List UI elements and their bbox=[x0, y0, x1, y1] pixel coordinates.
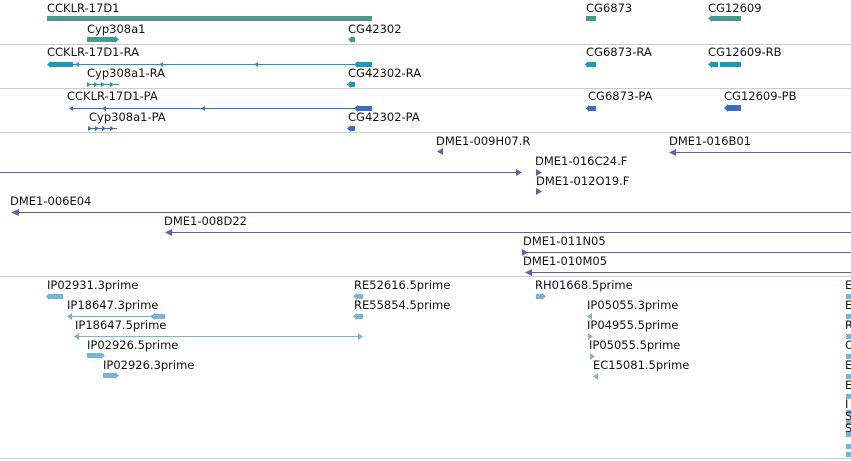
label-ip02931-3[interactable]: IP02931.3prime bbox=[47, 278, 139, 292]
protein-cg6873-pa[interactable] bbox=[586, 105, 596, 112]
label-cg12609-rb[interactable]: CG12609-RB bbox=[708, 45, 782, 59]
est-ip05055-3[interactable] bbox=[587, 313, 592, 320]
clone-dme-016c24-marker[interactable] bbox=[536, 169, 542, 176]
protein-cyp-pa[interactable] bbox=[88, 126, 117, 131]
label-ip05055-5[interactable]: IP05055.5prime bbox=[589, 338, 681, 352]
clone-dme-016b01[interactable] bbox=[669, 149, 851, 156]
label-edge-s2[interactable]: S bbox=[845, 421, 851, 435]
clone-dme-008d22[interactable] bbox=[165, 229, 851, 236]
est-ip18647-3[interactable] bbox=[67, 313, 165, 320]
label-re52616-5[interactable]: RE52616.5prime bbox=[354, 278, 451, 292]
label-edge-c1[interactable]: C bbox=[845, 338, 851, 352]
gene-feature-cg42302[interactable] bbox=[348, 36, 355, 43]
label-ip18647-5[interactable]: IP18647.5prime bbox=[75, 318, 167, 332]
clone-dme-011n05[interactable] bbox=[522, 249, 851, 256]
label-cg12609-pb[interactable]: CG12609-PB bbox=[724, 89, 797, 103]
label-rh01668-5[interactable]: RH01668.5prime bbox=[535, 278, 633, 292]
gene-feature-cg12609[interactable] bbox=[708, 15, 741, 22]
est-ip05055-5[interactable] bbox=[590, 353, 595, 360]
protein-cg12609-pb[interactable] bbox=[724, 104, 741, 112]
est-re55854-5[interactable] bbox=[353, 313, 363, 320]
label-dme-006e04[interactable]: DME1-006E04 bbox=[10, 194, 92, 208]
label-cg12609-gene[interactable]: CG12609 bbox=[708, 1, 762, 15]
transcript-cg12609-rb[interactable] bbox=[708, 61, 741, 68]
protein-cg42302-pa[interactable] bbox=[347, 125, 355, 132]
label-dme-012o19[interactable]: DME1-012O19.F bbox=[536, 174, 630, 188]
transcript-cyp-ra[interactable] bbox=[87, 82, 119, 87]
clone-dme-006e04[interactable] bbox=[11, 209, 851, 216]
label-edge-e2[interactable]: E bbox=[845, 298, 851, 312]
label-edge-e3[interactable]: E bbox=[845, 358, 851, 372]
label-cyp-gene[interactable]: Cyp308a1 bbox=[87, 22, 146, 36]
label-dme-016c24[interactable]: DME1-016C24.F bbox=[535, 154, 628, 168]
gene-feature-cg6873[interactable] bbox=[586, 16, 596, 21]
label-dme-009h07[interactable]: DME1-009H07.R bbox=[436, 134, 531, 148]
protein-cckl-pa[interactable] bbox=[69, 105, 372, 112]
label-ip02926-3[interactable]: IP02926.3prime bbox=[103, 358, 195, 372]
label-cckl-ra[interactable]: CCKLR-17D1-RA bbox=[47, 45, 140, 59]
label-edge-s1[interactable]: S bbox=[845, 409, 851, 423]
label-cyp-pa[interactable]: Cyp308a1-PA bbox=[89, 110, 166, 124]
label-cg6873-gene[interactable]: CG6873 bbox=[586, 1, 633, 15]
label-dme-008d22[interactable]: DME1-008D22 bbox=[164, 214, 247, 228]
est-ip02926-3[interactable] bbox=[103, 372, 119, 379]
gene-feature-cyp[interactable] bbox=[87, 36, 119, 43]
label-ec15081-5[interactable]: EC15081.5prime bbox=[593, 358, 690, 372]
label-edge-e1[interactable]: E bbox=[845, 278, 851, 292]
transcript-cg6873-ra[interactable] bbox=[585, 61, 596, 68]
est-edge-features[interactable] bbox=[846, 294, 851, 457]
est-ip02931-3[interactable] bbox=[46, 293, 63, 300]
gene-feature-cckl[interactable] bbox=[47, 16, 372, 21]
label-dme-011n05[interactable]: DME1-011N05 bbox=[523, 234, 606, 248]
clone-dme-010m05[interactable] bbox=[525, 269, 851, 276]
transcript-cckl-ra[interactable] bbox=[47, 61, 372, 68]
label-ip04955-5[interactable]: IP04955.5prime bbox=[587, 318, 679, 332]
label-cg42302-ra[interactable]: CG42302-RA bbox=[348, 66, 422, 80]
est-ip04955-5[interactable] bbox=[588, 333, 593, 340]
est-re52616-5[interactable] bbox=[353, 293, 363, 300]
label-edge-r1[interactable]: R bbox=[845, 318, 851, 332]
label-cg42302-pa[interactable]: CG42302-PA bbox=[348, 110, 420, 124]
est-ip02926-5[interactable] bbox=[87, 352, 105, 359]
label-cg6873-ra[interactable]: CG6873-RA bbox=[586, 45, 652, 59]
label-cyp-ra[interactable]: Cyp308a1-RA bbox=[87, 66, 165, 80]
label-ip18647-3[interactable]: IP18647.3prime bbox=[67, 298, 159, 312]
clone-dme-009h07[interactable] bbox=[437, 148, 443, 155]
label-cg6873-pa[interactable]: CG6873-PA bbox=[588, 89, 653, 103]
label-dme-010m05[interactable]: DME1-010M05 bbox=[523, 254, 608, 268]
label-cckl-gene[interactable]: CCKLR-17D1 bbox=[47, 1, 120, 15]
label-edge-b1[interactable]: I bbox=[845, 397, 849, 411]
est-ec15081-5[interactable] bbox=[593, 373, 598, 380]
label-edge-e4[interactable]: E bbox=[845, 378, 851, 392]
transcript-cg42302-ra[interactable] bbox=[347, 81, 355, 88]
label-ip05055-3[interactable]: IP05055.3prime bbox=[587, 298, 679, 312]
clone-dme-012o19[interactable] bbox=[536, 188, 542, 195]
label-cckl-pa[interactable]: CCKLR-17D1-PA bbox=[67, 89, 158, 103]
label-dme-016b01[interactable]: DME1-016B01 bbox=[669, 134, 751, 148]
label-ip02926-5[interactable]: IP02926.5prime bbox=[87, 338, 179, 352]
est-ip18647-5[interactable] bbox=[74, 333, 363, 340]
label-re55854-5[interactable]: RE55854.5prime bbox=[354, 298, 451, 312]
label-cg42302-gene[interactable]: CG42302 bbox=[348, 22, 402, 36]
clone-dme-016c24[interactable] bbox=[0, 169, 522, 176]
est-rh01668-5[interactable] bbox=[536, 293, 546, 300]
